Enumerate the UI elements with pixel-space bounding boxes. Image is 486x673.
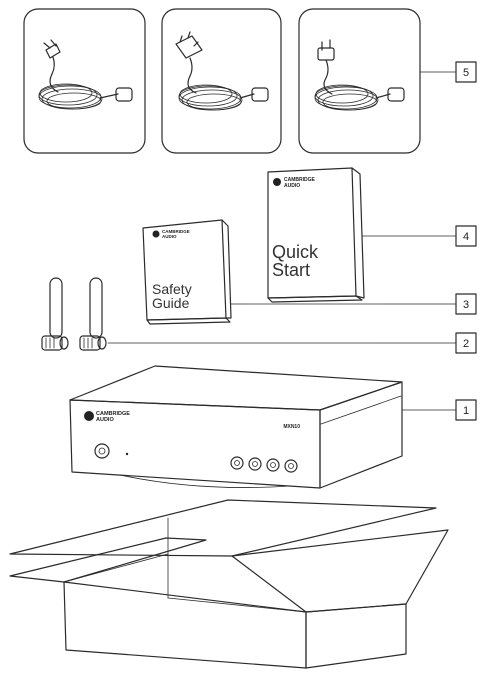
antenna-icon xyxy=(41,277,69,351)
callout-box-1: 1 xyxy=(455,399,477,421)
euro-plug-icon xyxy=(43,39,61,75)
iec-connector-icon xyxy=(115,87,133,102)
device-brand-2: AUDIO xyxy=(96,417,114,423)
power-cord-panel-us xyxy=(298,8,421,154)
us-plug-icon xyxy=(317,39,335,79)
led-indicator xyxy=(125,452,129,456)
quick-start-title-1: Quick xyxy=(272,242,319,262)
power-cord-panel-uk xyxy=(161,8,282,154)
safety-guide-brand: CAMBRIDGE xyxy=(162,229,190,234)
quick-start-title-2: Start xyxy=(272,260,310,280)
brand-logo-icon xyxy=(84,411,94,421)
power-button xyxy=(94,443,110,459)
callout-label-3: 3 xyxy=(463,299,469,311)
safety-guide-booklet: CAMBRIDGE AUDIO Safety Guide xyxy=(142,219,232,325)
callout-box-2: 2 xyxy=(455,332,477,354)
control-button xyxy=(248,457,262,471)
control-button xyxy=(230,456,244,470)
callout-box-5: 5 xyxy=(455,61,477,83)
iec-connector-icon xyxy=(387,87,405,102)
safety-guide-title-2: Guide xyxy=(152,295,190,311)
callout-label-5: 5 xyxy=(463,67,469,79)
callout-box-4: 4 xyxy=(455,225,477,247)
control-button xyxy=(284,459,298,473)
open-shipping-box xyxy=(9,499,449,669)
uk-plug-icon xyxy=(175,31,203,77)
brand-logo-icon xyxy=(273,178,281,186)
safety-guide-brand-2: AUDIO xyxy=(162,234,177,239)
device-model: MXN10 xyxy=(283,424,300,430)
control-button xyxy=(266,458,280,472)
antenna-icon xyxy=(79,277,107,351)
quick-start-booklet: CAMBRIDGE AUDIO Quick Start xyxy=(267,167,365,303)
device-brand: CAMBRIDGE xyxy=(96,411,130,417)
safety-guide-title-1: Safety xyxy=(152,281,192,297)
power-cord-panel-euro xyxy=(23,8,146,154)
quick-start-brand-2: AUDIO xyxy=(284,183,300,189)
callout-label-1: 1 xyxy=(463,405,469,417)
callout-label-4: 4 xyxy=(463,231,469,243)
callout-label-2: 2 xyxy=(463,338,469,350)
brand-logo-icon xyxy=(152,230,160,238)
callout-box-3: 3 xyxy=(455,293,477,315)
quick-start-brand: CAMBRIDGE xyxy=(284,177,315,183)
streamer-device: CAMBRIDGE AUDIO MXN10 xyxy=(69,365,403,489)
iec-connector-icon xyxy=(251,87,269,102)
